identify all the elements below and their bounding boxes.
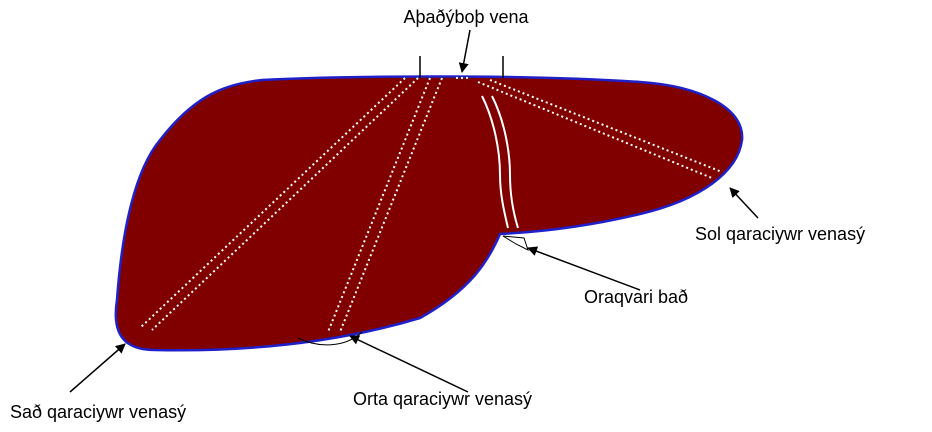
arrow-gallbladder (528, 248, 640, 290)
arrow-middle-hepatic-vein (350, 336, 468, 392)
label-top-vein: Aþaðýboþ vena (403, 7, 529, 27)
liver-shape (116, 77, 742, 351)
label-middle-hepatic-vein: Orta qaraciywr venasý (353, 389, 532, 409)
label-right-hepatic-vein: Sað qaraciywr venasý (10, 402, 186, 422)
label-left-hepatic-vein: Sol qaraciywr venasý (695, 224, 865, 244)
arrow-right-hepatic-vein (70, 344, 125, 392)
arrow-left-hepatic-vein (730, 188, 758, 218)
vena-cava-marks (420, 56, 503, 78)
arrow-top-vein (462, 30, 470, 72)
gallbladder-shape (503, 236, 528, 250)
label-gallbladder: Oraqvari bað (584, 287, 688, 307)
